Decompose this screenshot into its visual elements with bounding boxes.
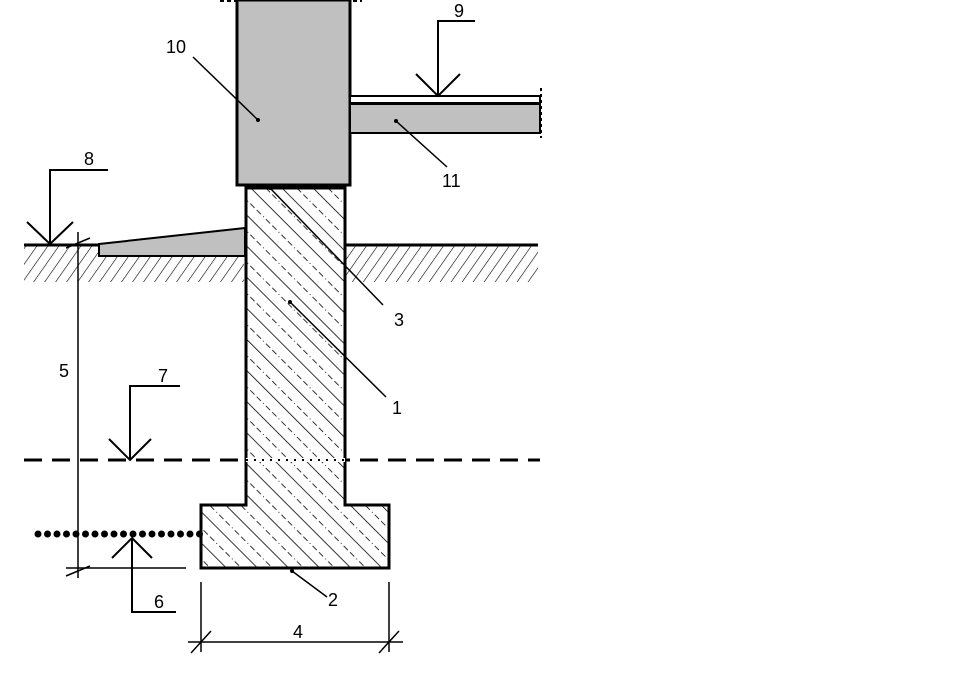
- dimension-5: [65, 232, 186, 578]
- label-5: 5: [59, 361, 69, 381]
- level-marker-7: [108, 385, 180, 462]
- level-marker-6: [111, 536, 176, 613]
- label-7: 7: [158, 366, 168, 386]
- label-8: 8: [84, 149, 94, 169]
- leader-lines: [192, 56, 448, 598]
- label-3: 3: [394, 310, 404, 330]
- label-4: 4: [293, 622, 303, 642]
- leader-dots: [256, 118, 398, 573]
- blind-area: [98, 226, 246, 257]
- dimension-4: [188, 582, 403, 654]
- level-marker-9: [415, 20, 475, 98]
- label-11: 11: [442, 171, 461, 191]
- label-9: 9: [454, 1, 464, 21]
- label-2: 2: [328, 590, 338, 610]
- foundation-hatch: [201, 188, 389, 568]
- level-marker-8: [26, 169, 108, 246]
- upper-wall: [220, 0, 362, 187]
- label-6: 6: [154, 592, 164, 612]
- label-1: 1: [392, 398, 402, 418]
- ground-right: [345, 243, 538, 282]
- label-10: 10: [166, 37, 186, 57]
- floor-slab: [349, 88, 542, 138]
